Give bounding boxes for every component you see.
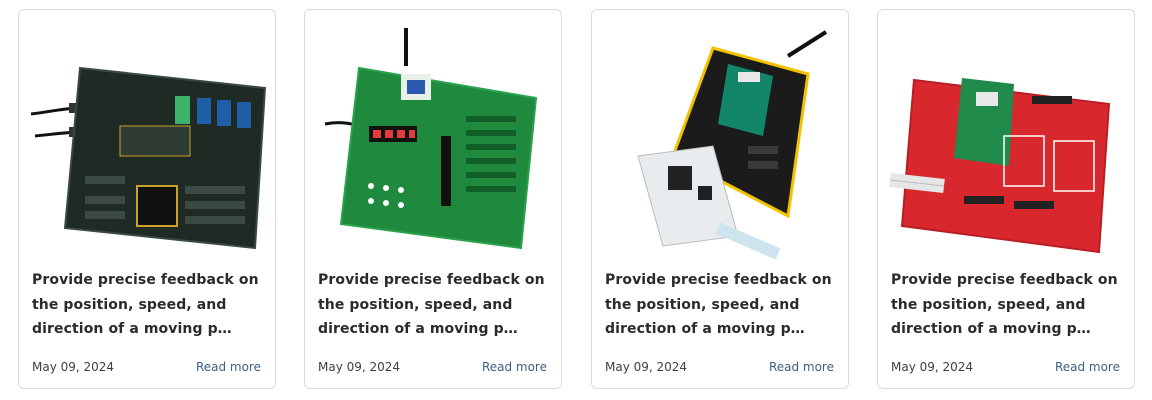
read-more-link[interactable]: Read more (195, 360, 261, 374)
article-card-4[interactable]: Provide precise feedback on the position… (877, 9, 1135, 389)
article-card-1[interactable]: Provide precise feedback on the position… (18, 9, 276, 389)
card-title[interactable]: Provide precise feedback on the position… (891, 272, 1118, 337)
card-date: May 09, 2024 (318, 360, 401, 374)
read-more-link[interactable]: Read more (768, 360, 834, 374)
product-image[interactable] (598, 16, 844, 260)
product-image[interactable] (884, 16, 1130, 260)
read-more-link[interactable]: Read more (1054, 360, 1120, 374)
card-title[interactable]: Provide precise feedback on the position… (605, 272, 832, 337)
card-date: May 09, 2024 (32, 360, 115, 374)
card-date: May 09, 2024 (891, 360, 974, 374)
card-date: May 09, 2024 (605, 360, 688, 374)
product-image[interactable] (311, 16, 557, 260)
card-title[interactable]: Provide precise feedback on the position… (318, 272, 545, 337)
card-title[interactable]: Provide precise feedback on the position… (32, 272, 259, 337)
article-card-2[interactable]: Provide precise feedback on the position… (304, 9, 562, 389)
product-image[interactable] (25, 16, 271, 260)
article-card-3[interactable]: Provide precise feedback on the position… (591, 9, 849, 389)
read-more-link[interactable]: Read more (481, 360, 547, 374)
